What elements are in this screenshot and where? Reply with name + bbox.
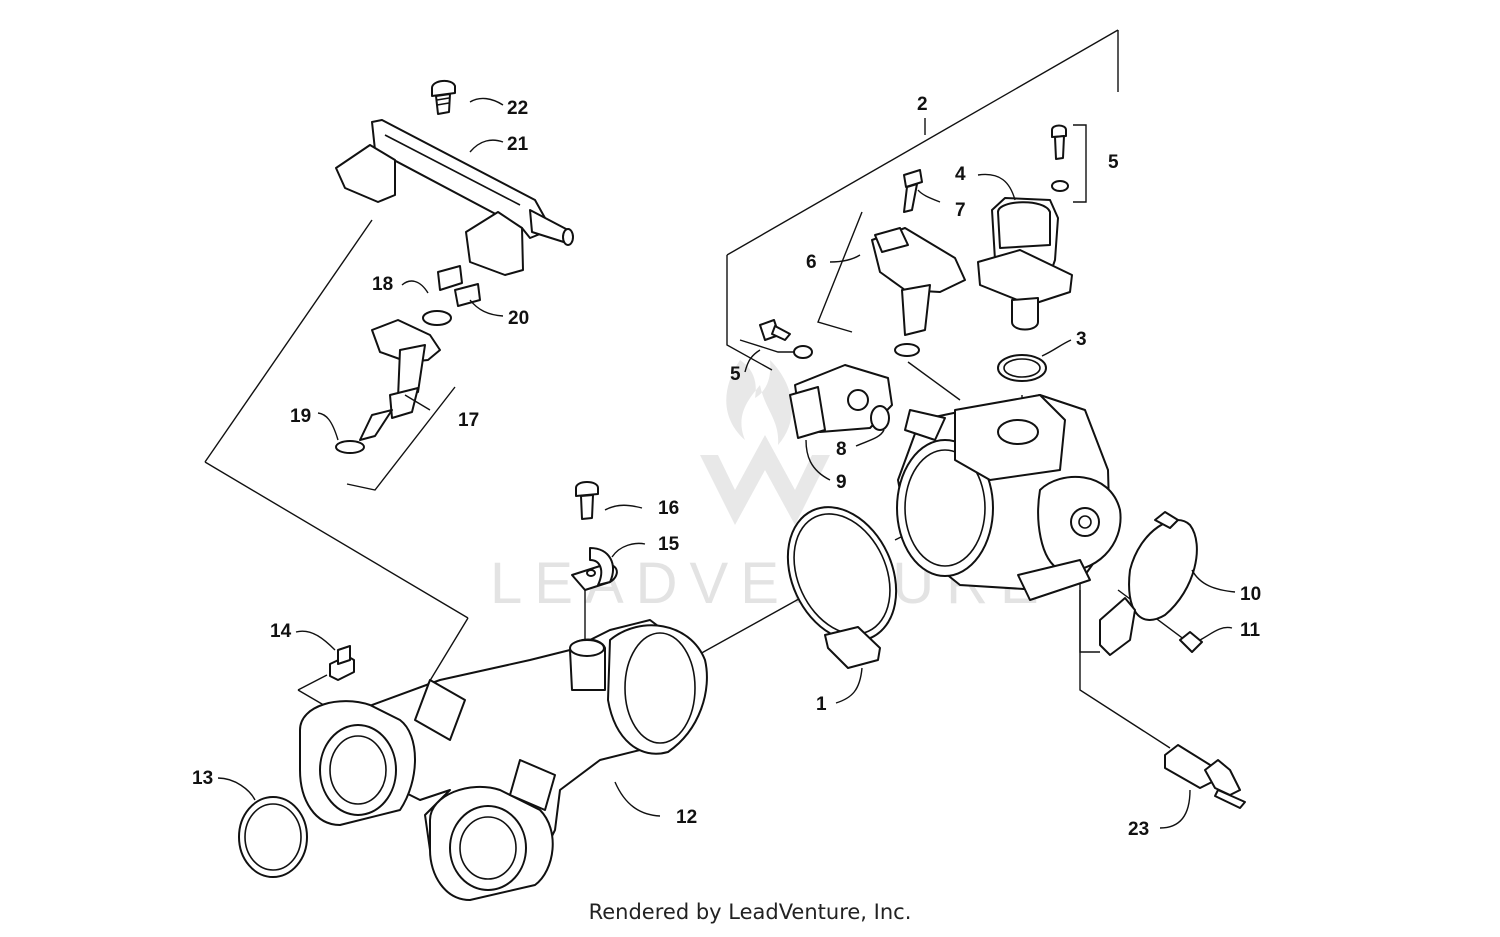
- callout-16: 16: [658, 498, 679, 519]
- oring-8: [870, 405, 890, 431]
- assembly-lines: [204, 29, 1186, 749]
- screw-5-left: [759, 319, 813, 359]
- callout-2: 2: [917, 94, 928, 115]
- oring-19: [335, 440, 365, 454]
- callout-9: 9: [836, 472, 847, 493]
- grommet-20: [437, 265, 481, 307]
- callout-1: 1: [816, 694, 827, 715]
- bracket-10: [1099, 597, 1136, 656]
- callout-15: 15: [658, 534, 680, 555]
- callout-7: 7: [955, 200, 966, 221]
- callout-4: 4: [955, 164, 966, 185]
- screw-7: [903, 169, 923, 213]
- callout-8: 8: [836, 439, 847, 460]
- intake-manifold-12: [299, 619, 708, 901]
- tps-sensor-9: [789, 364, 893, 439]
- callout-18: 18: [372, 274, 393, 295]
- callout-12: 12: [676, 807, 697, 828]
- callout-5-right: 5: [1108, 152, 1119, 173]
- hose-clamp-1: [786, 506, 898, 669]
- oring-3: [997, 354, 1047, 382]
- callout-23: 23: [1128, 819, 1149, 840]
- oring-18: [422, 310, 452, 326]
- callout-19: 19: [290, 406, 311, 427]
- callout-6: 6: [806, 252, 817, 273]
- callout-10: 10: [1240, 584, 1261, 605]
- clip-15: [571, 547, 618, 591]
- bolt-22: [431, 80, 456, 115]
- callout-labels: 1 2 3 4 5 5 6 7 8 9 10 11 12 13 14 15 16…: [192, 94, 1261, 840]
- footer-credit: Rendered by LeadVenture, Inc.: [588, 900, 912, 924]
- screw-16: [575, 481, 599, 520]
- oring-6: [894, 343, 920, 357]
- temp-sensor-23: [1164, 744, 1246, 809]
- fuel-rail-21: [335, 119, 574, 276]
- idle-air-control-4: [977, 197, 1073, 331]
- cover-10: [1128, 511, 1198, 621]
- callout-21: 21: [507, 134, 529, 155]
- callout-5-left: 5: [730, 364, 741, 385]
- callout-22: 22: [507, 98, 528, 119]
- callout-11: 11: [1240, 620, 1261, 641]
- callout-20: 20: [508, 308, 529, 329]
- callout-13: 13: [192, 768, 213, 789]
- throttle-body-2: [896, 394, 1122, 601]
- screw-11: [1179, 631, 1203, 653]
- callout-3: 3: [1076, 329, 1087, 350]
- gasket-13: [238, 796, 308, 878]
- screw-5-right: [1051, 124, 1069, 192]
- injector-17: [359, 319, 441, 441]
- callout-17: 17: [458, 410, 479, 431]
- fitting-14: [329, 645, 355, 681]
- map-sensor-6: [871, 227, 966, 336]
- callout-14: 14: [270, 621, 292, 642]
- leaders: [217, 97, 1236, 829]
